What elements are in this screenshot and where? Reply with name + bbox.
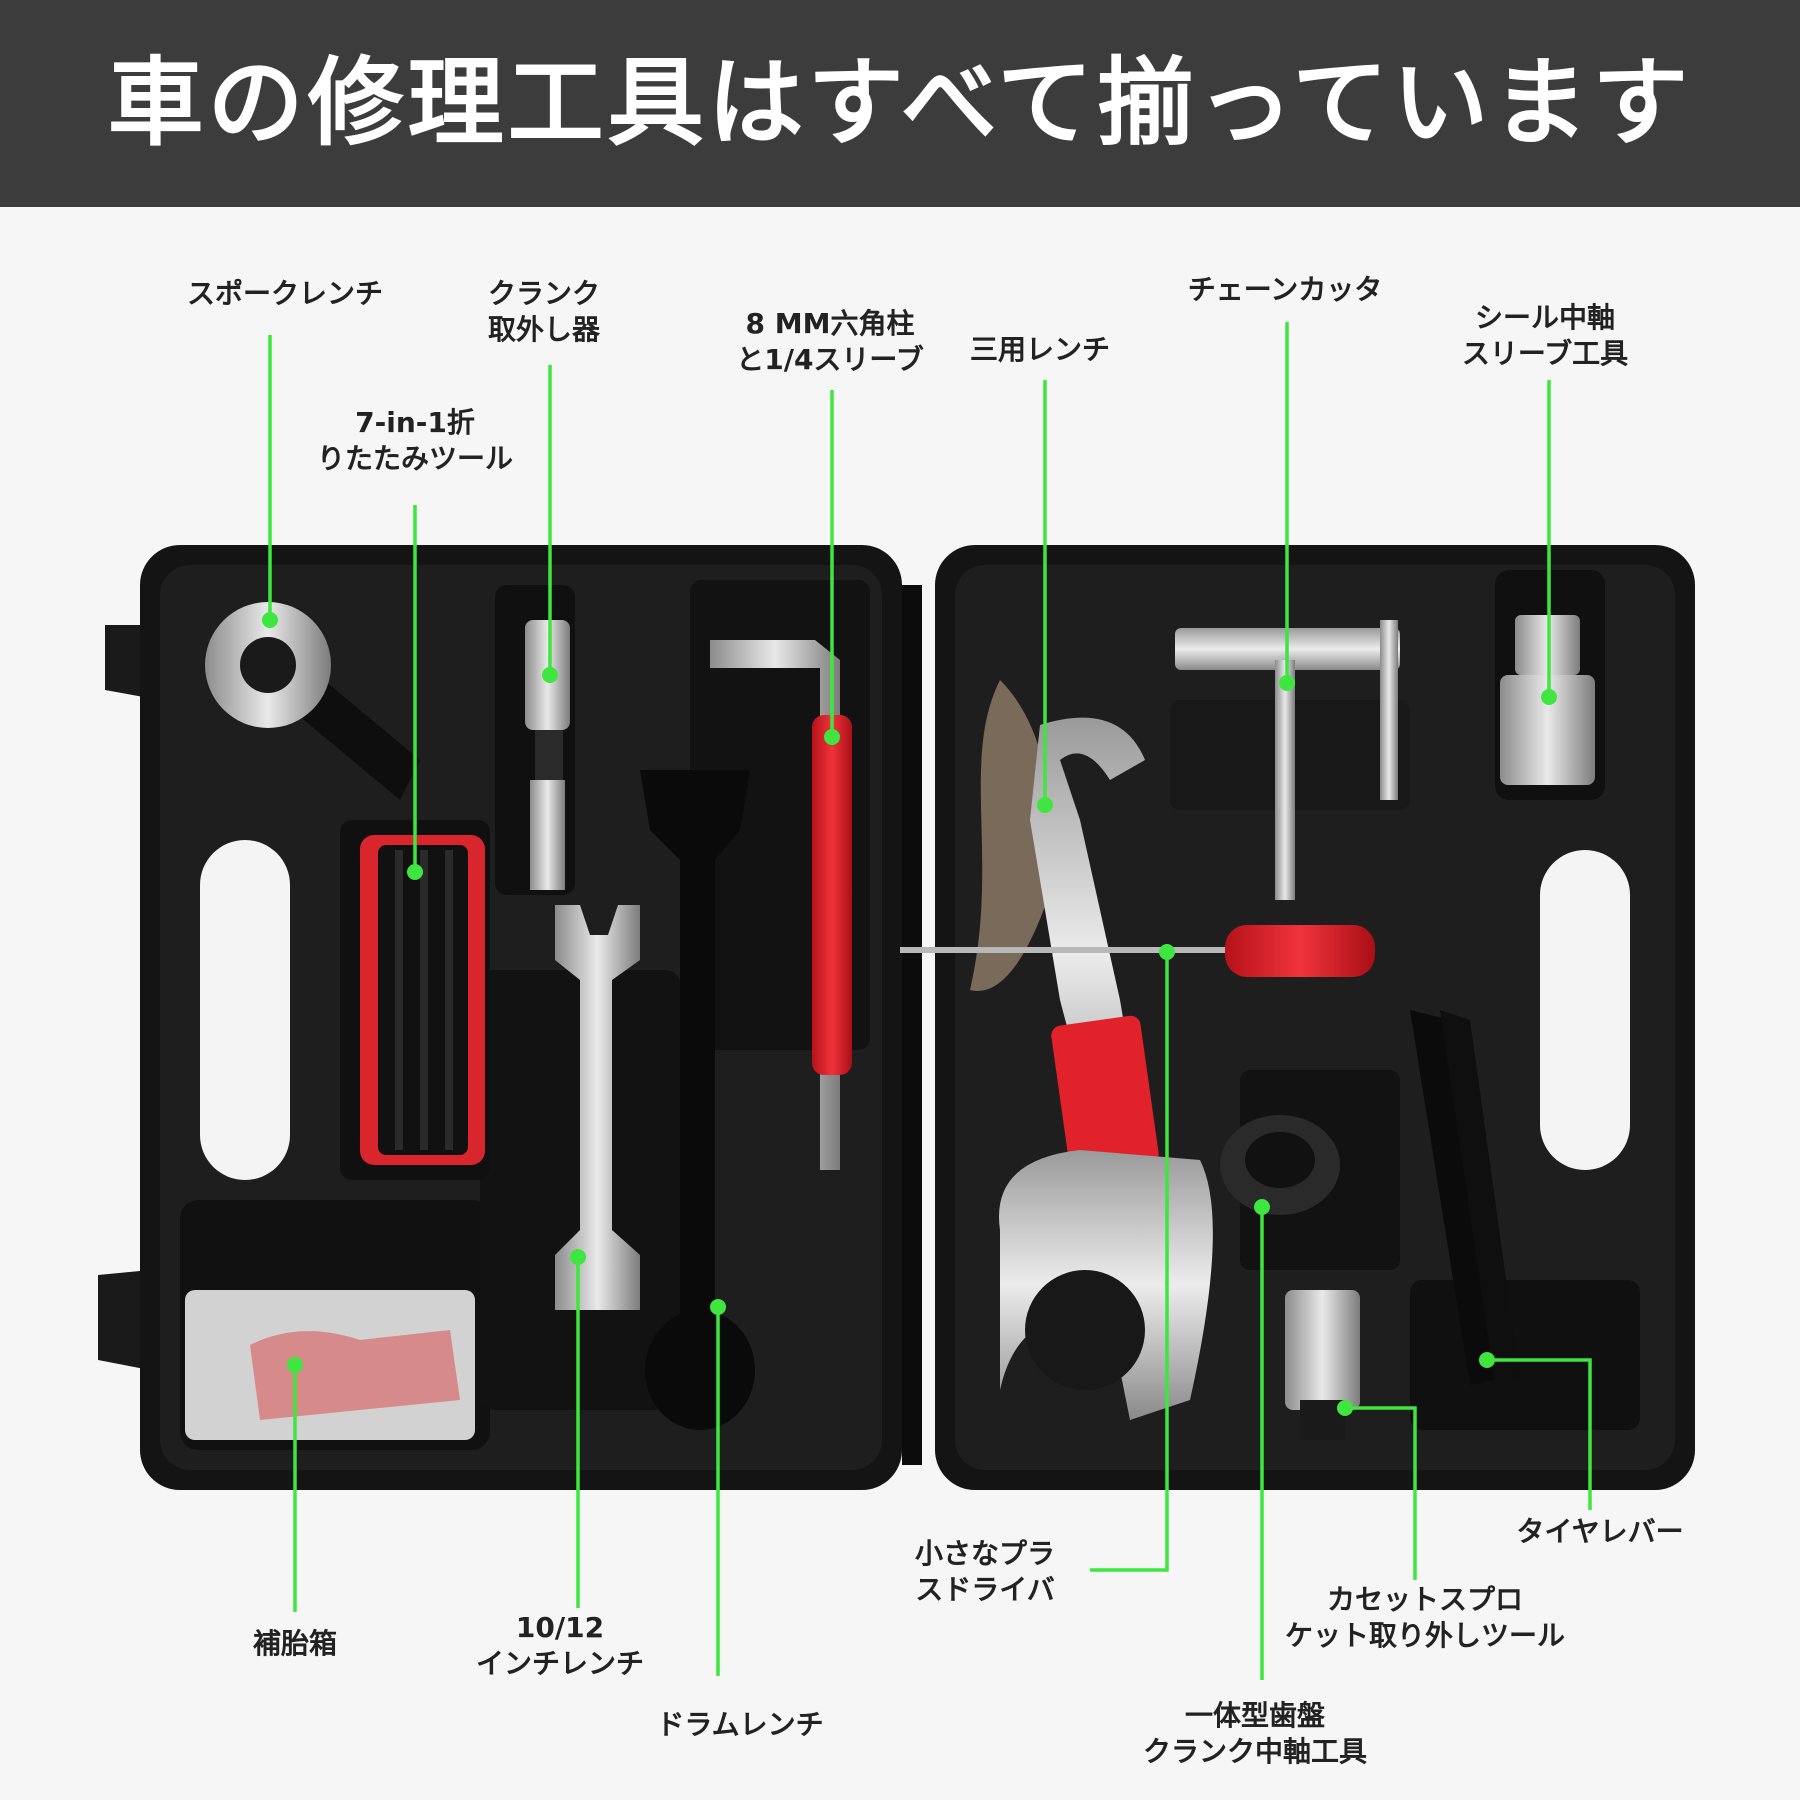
label-drum-wrench: ドラムレンチ bbox=[656, 1708, 824, 1741]
label-bb-sleeve-tool: シール中軸スリーブ工具 bbox=[1461, 301, 1629, 370]
callout-dot-chain-cutter bbox=[1279, 675, 1295, 691]
chain-cutter-illustration bbox=[1175, 620, 1400, 900]
callout-dots bbox=[262, 612, 1557, 1416]
callout-lines bbox=[268, 322, 1592, 1680]
hex-key-illustration bbox=[710, 640, 852, 1170]
spoke-wrench-illustration bbox=[205, 602, 420, 800]
label-chain-cutter: チェーンカッタ bbox=[1187, 273, 1383, 306]
title-banner: 車の修理工具はすべて揃っています bbox=[0, 0, 1800, 207]
callout-line-tire-lever bbox=[1487, 1358, 1592, 1510]
callout-dot-crank-bb-tool bbox=[1254, 1199, 1270, 1215]
callout-dot-tire-lever bbox=[1479, 1352, 1495, 1368]
label-spoke-wrench: スポークレンチ bbox=[186, 277, 383, 310]
page-title: 車の修理工具はすべて揃っています bbox=[107, 47, 1693, 159]
crank-bb-tool-illustration bbox=[1220, 1115, 1340, 1215]
callout-dot-hex-8mm bbox=[824, 729, 840, 745]
callout-dot-drum-wrench bbox=[710, 1299, 726, 1315]
label-multitool: 7-in-1折りたたみツール bbox=[316, 406, 513, 475]
label-three-way-wrench: 三用レンチ bbox=[969, 333, 1110, 366]
label-patch-box: 補胎箱 bbox=[252, 1627, 337, 1660]
callout-dot-multitool bbox=[407, 864, 423, 880]
drum-wrench-illustration bbox=[640, 770, 755, 1430]
label-crank-bb-tool: 一体型歯盤クランク中軸工具 bbox=[1142, 1699, 1367, 1768]
label-hex-8mm: 8 MM六角柱と1/4スリーブ bbox=[736, 307, 924, 376]
three-way-wrench-illustration bbox=[999, 717, 1213, 1420]
label-tire-lever: タイヤレバー bbox=[1516, 1515, 1684, 1548]
label-screwdriver: 小さなプラスドライバ bbox=[914, 1537, 1055, 1606]
screwdriver-illustration bbox=[900, 925, 1375, 977]
callout-dot-patch-box bbox=[287, 1357, 303, 1373]
callout-dot-wrench-10-12 bbox=[570, 1249, 586, 1265]
cassette-tool-illustration bbox=[1285, 1290, 1360, 1440]
callout-dot-spoke-wrench bbox=[262, 612, 278, 628]
callout-dot-cassette-tool bbox=[1337, 1400, 1353, 1416]
callout-line-cassette-tool bbox=[1345, 1406, 1417, 1580]
open-wrench-illustration bbox=[555, 905, 640, 1310]
patch-box-illustration bbox=[185, 1290, 475, 1440]
callout-dot-crank-puller bbox=[542, 667, 558, 683]
callout-line-screwdriver bbox=[1090, 952, 1169, 1572]
multitool-illustration bbox=[360, 835, 485, 1165]
callout-dot-bb-sleeve-tool bbox=[1541, 689, 1557, 705]
tire-levers-illustration bbox=[1410, 1010, 1520, 1385]
callout-dot-screwdriver bbox=[1159, 944, 1175, 960]
label-cassette-tool: カセットスプロケット取り外しツール bbox=[1284, 1583, 1565, 1652]
label-crank-puller: クランク取外し器 bbox=[487, 277, 600, 346]
callout-dot-three-way-wrench bbox=[1037, 797, 1053, 813]
